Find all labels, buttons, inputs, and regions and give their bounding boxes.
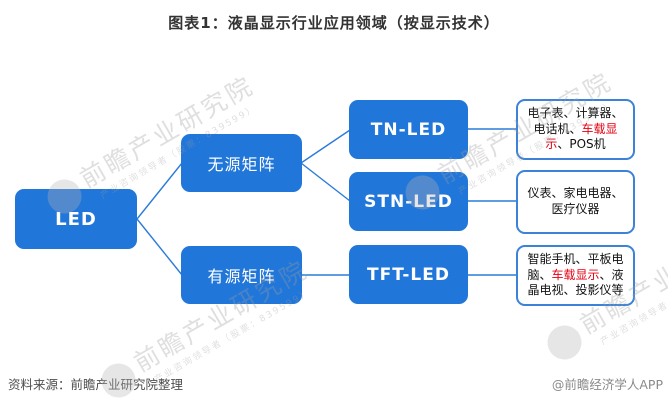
edge-led-passive xyxy=(136,162,183,220)
edge-passive-tnled xyxy=(300,129,351,164)
chart-title: 图表1：液晶显示行业应用领域（按显示技术） xyxy=(168,14,500,32)
node-passive-matrix: 无源矩阵 xyxy=(181,134,302,192)
apps-text: 电子表、计算器、电话机、 xyxy=(527,106,624,136)
node-tn-led: TN-LED xyxy=(349,100,468,159)
node-led: LED xyxy=(15,189,137,249)
node-active-matrix: 有源矩阵 xyxy=(181,246,302,304)
source-note: 资料来源：前瞻产业研究院整理 xyxy=(8,377,184,392)
apps-text: 、POS机 xyxy=(557,137,606,152)
apps-box-tn-led: 电子表、计算器、电话机、车载显示、POS机 xyxy=(516,99,635,160)
apps-text: 仪表、家电电器、医疗仪器 xyxy=(527,186,624,216)
credit-note: @前瞻经济学人APP xyxy=(551,377,663,392)
node-stn-led: STN-LED xyxy=(349,172,468,231)
apps-text: 、液晶电视、投影仪等 xyxy=(527,267,624,298)
apps-highlight-text: 车载显示 xyxy=(551,267,600,282)
apps-text: 智能手机、平板电脑、 xyxy=(527,252,624,282)
edge-led-active xyxy=(136,218,183,276)
apps-box-stn-led: 仪表、家电电器、医疗仪器 xyxy=(516,170,635,234)
edge-passive-stnled xyxy=(300,162,351,202)
apps-box-tft-led: 智能手机、平板电脑、车载显示、液晶电视、投影仪等 xyxy=(516,245,635,306)
node-tft-led: TFT-LED xyxy=(349,245,468,304)
apps-highlight-text: 车载显示 xyxy=(545,121,618,152)
